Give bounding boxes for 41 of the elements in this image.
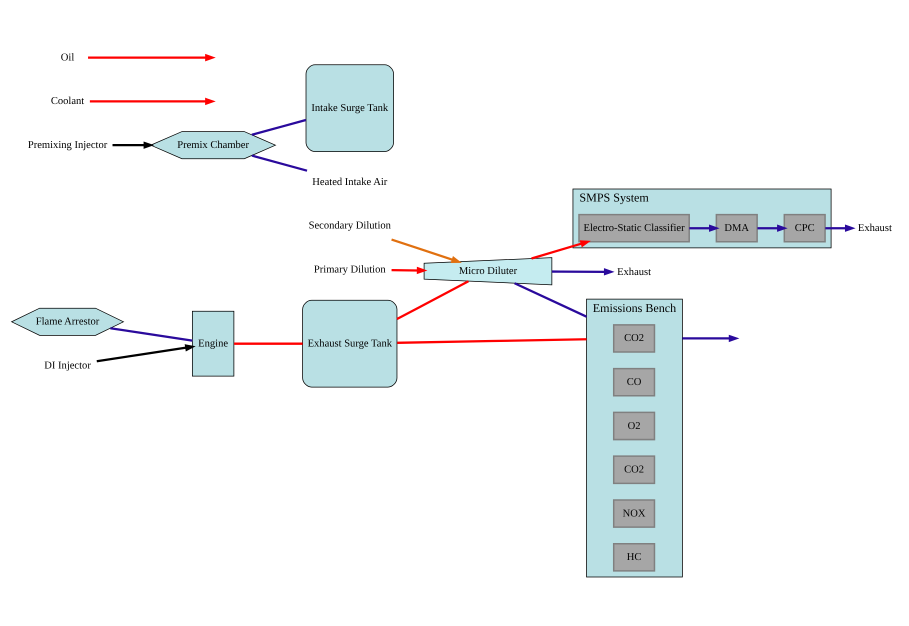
connector bbox=[110, 326, 192, 342]
node-box: HC bbox=[612, 542, 656, 572]
node-box: NOX bbox=[612, 498, 656, 528]
arrow bbox=[682, 334, 740, 342]
arrow bbox=[757, 224, 788, 232]
arrow bbox=[825, 224, 856, 232]
node-box: CO2 bbox=[612, 454, 656, 484]
node-box: Micro Diluter bbox=[424, 256, 552, 285]
node-box: CPC bbox=[784, 213, 826, 242]
connector bbox=[514, 282, 588, 318]
node-text: Heated Intake Air bbox=[312, 176, 388, 188]
node-box: Exhaust Surge Tank bbox=[302, 299, 398, 387]
node-text: Exhaust bbox=[617, 266, 652, 278]
node-text: Oil bbox=[60, 52, 74, 63]
arrow bbox=[90, 97, 216, 105]
node-text: Primary Dilution bbox=[314, 264, 386, 276]
connector bbox=[234, 342, 303, 344]
arrow bbox=[88, 53, 216, 61]
node-text: DI Injector bbox=[44, 360, 91, 371]
node-box: DMA bbox=[716, 213, 758, 242]
node-box: CO2 bbox=[612, 324, 656, 352]
node-text: Coolant bbox=[50, 96, 84, 107]
arrow bbox=[112, 140, 154, 148]
arrow bbox=[552, 268, 615, 276]
node-text: Premixing Injector bbox=[28, 139, 108, 150]
node-text: Exhaust bbox=[858, 222, 892, 234]
node-box: Engine bbox=[192, 310, 234, 376]
arrow bbox=[391, 238, 462, 263]
node-text: Secondary Dilution bbox=[308, 220, 391, 232]
connector bbox=[397, 338, 587, 344]
connector bbox=[252, 154, 308, 172]
arrow bbox=[531, 240, 591, 260]
arrow bbox=[392, 266, 428, 274]
connector bbox=[252, 118, 306, 136]
arrow bbox=[96, 344, 196, 362]
connector bbox=[396, 280, 469, 320]
node-box: CO bbox=[612, 367, 656, 396]
node-box: Intake Surge Tank bbox=[306, 64, 394, 152]
arrow bbox=[689, 224, 720, 232]
node-box: Electro-Static Classifier bbox=[578, 213, 690, 242]
node-box: O2 bbox=[612, 411, 656, 440]
